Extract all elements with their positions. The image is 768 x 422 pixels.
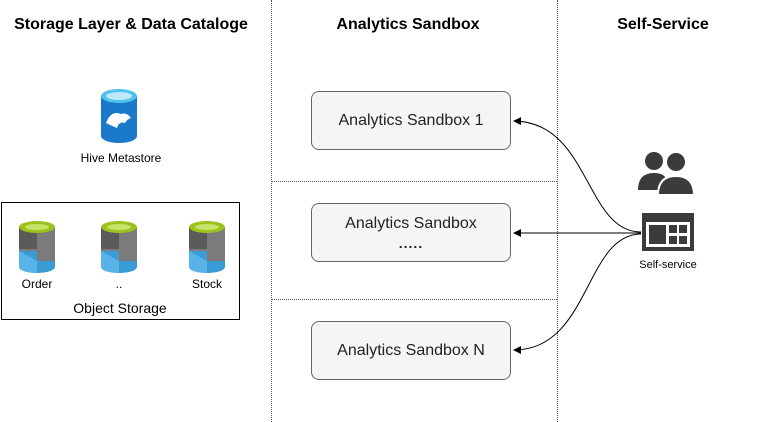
separator-left [271,0,272,422]
selfservice-column-title: Self-Service [617,16,709,33]
users-icon [638,151,696,196]
sandbox-title: Analytics Sandbox N [337,341,485,359]
object-storage-label: Object Storage [73,300,167,316]
sandbox-ellipsis: ..... [398,234,424,251]
dashboard-icon[interactable] [642,213,694,251]
connector-to-sandbox-n [513,233,642,354]
sandbox-column-title: Analytics Sandbox [336,16,480,33]
bucket-label: Order [21,277,53,291]
separator-sandbox-2 [272,299,557,300]
sandbox-title: Analytics Sandbox [345,214,477,232]
bucket-icon [101,221,137,273]
bucket-icon [189,221,225,273]
separator-sandbox-1 [272,181,557,182]
separator-right [557,0,558,422]
bucket-icon [19,221,55,273]
object-storage-box [1,202,240,320]
sandbox-box[interactable]: Analytics Sandbox N [311,321,511,380]
sandbox-box[interactable]: Analytics Sandbox 1 [311,91,511,150]
sandbox-title: Analytics Sandbox 1 [338,111,484,129]
hive-metastore-label: Hive Metastore [80,151,162,165]
storage-column-title: Storage Layer & Data Cataloge [14,16,248,33]
selfservice-label: Self-service [639,259,697,271]
bucket-label: .. [115,277,123,291]
sandbox-box[interactable]: Analytics Sandbox ..... [311,203,511,262]
connector-to-sandbox-1 [513,117,642,233]
bucket-label: Stock [191,277,222,291]
hive-metastore-icon [101,89,137,143]
